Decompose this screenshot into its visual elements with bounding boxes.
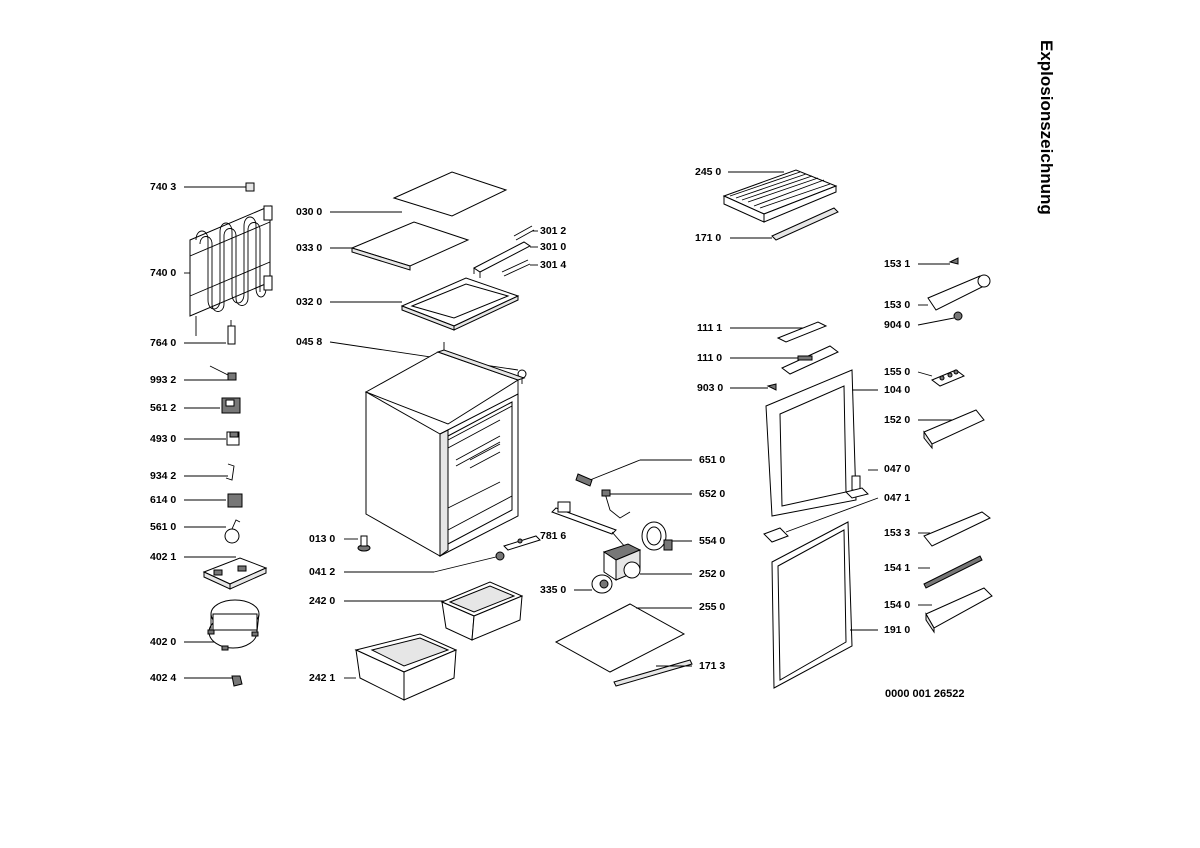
part-561-2 [184, 397, 241, 414]
label-171-0: 171 0 [695, 232, 722, 244]
label-255-0: 255 0 [699, 601, 726, 613]
part-993-2 [184, 365, 237, 381]
label-903-0: 903 0 [697, 382, 724, 394]
part-foot-0130 [344, 535, 371, 552]
part-111-0 [730, 345, 839, 375]
part-rails-301 [473, 225, 538, 278]
part-155-0 [917, 369, 965, 387]
part-compressor-4020 [184, 599, 260, 651]
part-111-1 [730, 321, 828, 343]
part-rack-2450 [722, 169, 838, 223]
part-cabinet [364, 342, 526, 557]
part-crisper-2420 [344, 581, 524, 641]
label-781-6: 781 6 [540, 530, 567, 542]
label-651-0: 651 0 [699, 454, 726, 466]
part-gasket-1910 [771, 521, 878, 689]
label-154-0: 154 0 [884, 599, 911, 611]
part-651-0 [575, 459, 692, 487]
label-335-0: 335 0 [540, 584, 567, 596]
label-033-0: 033 0 [296, 242, 323, 254]
part-781-6 [551, 501, 627, 549]
part-base-plate-4021 [184, 556, 268, 590]
label-191-0: 191 0 [884, 624, 911, 636]
label-554-0: 554 0 [699, 535, 726, 547]
label-402-1: 402 1 [150, 551, 177, 563]
part-032-0 [330, 277, 520, 331]
label-111-1: 111 1 [697, 322, 723, 334]
label-047-0: 047 0 [884, 463, 911, 475]
part-493-0 [184, 431, 240, 446]
part-047-1 [763, 497, 879, 543]
label-652-0: 652 0 [699, 488, 726, 500]
label-030-0: 030 0 [296, 206, 323, 218]
part-030-0 [330, 171, 508, 217]
part-153-3 [918, 511, 991, 547]
part-154-1 [918, 555, 983, 589]
part-402-4 [184, 675, 243, 687]
label-152-0: 152 0 [884, 414, 911, 426]
label-301-4: 301 4 [540, 259, 567, 271]
label-993-2: 993 2 [150, 374, 177, 386]
part-652-0 [601, 489, 692, 519]
label-041-2: 041 2 [309, 566, 336, 578]
part-door-1040 [765, 369, 878, 517]
part-554-0 [641, 521, 692, 551]
part-152-0 [918, 409, 985, 450]
part-crisper-2421 [344, 633, 458, 701]
label-740-0: 740 0 [150, 267, 177, 279]
part-171-3 [613, 659, 693, 687]
label-301-2: 301 2 [540, 225, 567, 237]
part-903-0 [730, 383, 777, 391]
part-153-1 [918, 257, 959, 265]
label-934-2: 934 2 [150, 470, 177, 482]
part-171-0 [730, 207, 839, 241]
label-111-0: 111 0 [697, 352, 723, 364]
label-904-0: 904 0 [884, 319, 911, 331]
part-clip-7403 [184, 182, 255, 192]
label-402-4: 402 4 [150, 672, 177, 684]
part-154-0 [918, 587, 993, 634]
diagram-title: Explosionszeichnung [1037, 40, 1056, 215]
label-242-1: 242 1 [309, 672, 336, 684]
label-493-0: 493 0 [150, 433, 177, 445]
label-153-0: 153 0 [884, 299, 911, 311]
label-032-0: 032 0 [296, 296, 323, 308]
label-155-0: 155 0 [884, 366, 911, 378]
label-045-8: 045 8 [296, 336, 323, 348]
part-condenser-7400 [184, 205, 273, 336]
part-561-0 [184, 519, 241, 544]
label-153-3: 153 3 [884, 527, 911, 539]
label-047-1: 047 1 [884, 492, 911, 504]
part-dryer-7640 [184, 320, 236, 345]
part-934-2 [184, 463, 235, 481]
label-252-0: 252 0 [699, 568, 726, 580]
part-904-0 [917, 311, 963, 326]
part-033-0 [330, 221, 470, 271]
part-knob-3350 [574, 574, 613, 594]
document-number: 0000 001 26522 [885, 688, 965, 700]
part-153-0 [918, 274, 991, 311]
label-561-0: 561 0 [150, 521, 177, 533]
part-255-0 [554, 603, 692, 673]
part-614-0 [184, 493, 243, 508]
label-013-0: 013 0 [309, 533, 336, 545]
label-153-1: 153 1 [884, 258, 911, 270]
label-171-3: 171 3 [699, 660, 726, 672]
part-252-0 [602, 543, 692, 581]
label-561-2: 561 2 [150, 402, 177, 414]
label-154-1: 154 1 [884, 562, 911, 574]
label-402-0: 402 0 [150, 636, 177, 648]
part-hinge-0412 [344, 535, 541, 573]
label-740-3: 740 3 [150, 181, 177, 193]
label-301-0: 301 0 [540, 241, 567, 253]
part-047-0 [845, 469, 878, 499]
label-614-0: 614 0 [150, 494, 177, 506]
label-242-0: 242 0 [309, 595, 336, 607]
label-104-0: 104 0 [884, 384, 911, 396]
label-245-0: 245 0 [695, 166, 722, 178]
label-764-0: 764 0 [150, 337, 177, 349]
